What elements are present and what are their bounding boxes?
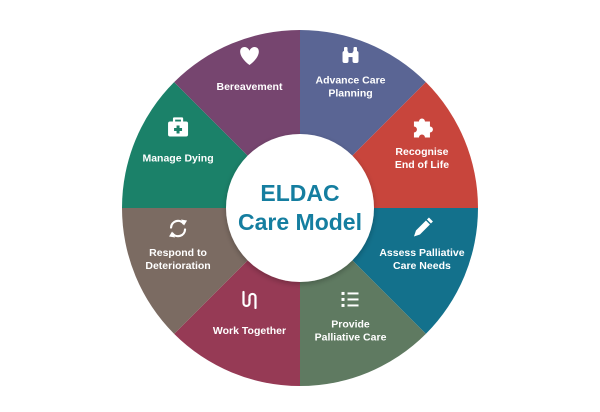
center-title-line2: Care Model [238, 209, 362, 235]
puzzle-icon [413, 118, 433, 138]
center-hub [226, 134, 374, 282]
heart-icon [240, 47, 259, 66]
handshake-icon [242, 290, 257, 310]
segment-label-advance-care-planning: Planning [328, 88, 372, 100]
segment-label-respond-to-deterioration: Deterioration [145, 260, 210, 272]
segment-label-work-together: Work Together [213, 325, 286, 337]
refresh-icon [169, 219, 188, 238]
segment-label-recognise-end-of-life: End of Life [395, 159, 449, 171]
medical-bag-icon [168, 117, 189, 137]
pencil-icon [413, 217, 433, 237]
segment-label-bereavement: Bereavement [217, 81, 283, 93]
segment-label-advance-care-planning: Advance Care [315, 75, 385, 87]
segment-label-assess-palliative-care-needs: Care Needs [393, 260, 451, 272]
segment-label-assess-palliative-care-needs: Assess Palliative [379, 247, 464, 259]
segment-label-provide-palliative-care: Provide [331, 318, 370, 330]
center-title-line1: ELDAC [260, 180, 339, 206]
segment-label-respond-to-deterioration: Respond to [149, 247, 207, 259]
binoculars-icon [342, 47, 359, 64]
segment-label-manage-dying: Manage Dying [142, 152, 213, 164]
checklist-icon [341, 291, 359, 307]
segment-label-recognise-end-of-life: Recognise [395, 146, 448, 158]
segment-label-provide-palliative-care: Palliative Care [315, 331, 387, 343]
